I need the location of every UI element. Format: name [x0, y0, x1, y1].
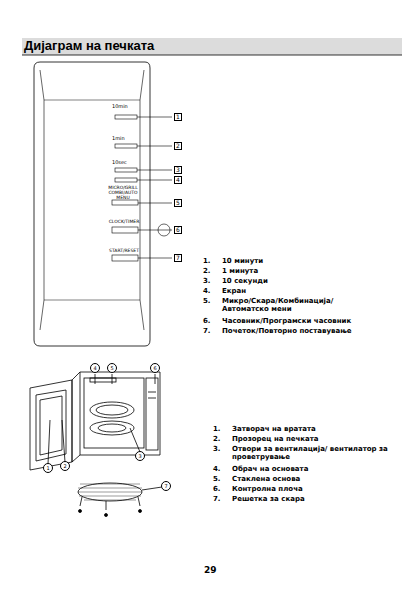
callout-number: 5 [107, 363, 117, 373]
list-number: 3. [203, 277, 211, 285]
callout-number: 2 [174, 142, 182, 150]
list-number: 5. [203, 297, 211, 305]
callout-number: 4 [90, 363, 100, 373]
callout-number: 2 [60, 461, 70, 471]
list-number: 2. [213, 435, 221, 443]
callout-number: 5 [174, 199, 182, 207]
callout-number: 7 [174, 254, 182, 262]
callout-number: 3 [174, 166, 182, 174]
page-number: 29 [204, 565, 217, 575]
callout-number: 7 [161, 481, 171, 491]
list-number: 6. [213, 485, 221, 493]
list-text: 10 секунди [222, 277, 372, 285]
list-number: 2. [203, 267, 211, 275]
list-text: Отвори за вентилација/ вентилатор за про… [232, 445, 392, 461]
callout-number: 1 [43, 463, 53, 473]
list-number: 6. [203, 317, 211, 325]
list-text: Почеток/Повторно поставување [222, 327, 372, 335]
title-band [22, 38, 402, 55]
callout-number: 3 [135, 451, 145, 461]
list-number: 1. [213, 425, 221, 433]
list-number: 4. [203, 287, 211, 295]
microwave-drawing [30, 372, 162, 517]
list-number: 7. [213, 495, 221, 503]
button-label: CLOCK/TIMER [104, 219, 144, 224]
button-label: 10min [112, 104, 146, 110]
button-label: 1min [112, 136, 146, 142]
list-text: Затворач на вратата [232, 425, 392, 433]
callout-number: 6 [150, 363, 160, 373]
list-number: 1. [203, 257, 211, 265]
button-label: 10sec [112, 160, 146, 166]
list-text: Стаклена основа [232, 475, 392, 483]
list-text: Прозорец на печката [232, 435, 392, 443]
list-text: Решетка за скара [232, 495, 392, 503]
button-label: MICRO/GRILL COMBI/AUTO MENU [104, 185, 142, 201]
list-text: Микро/Скара/Комбинација/Автоматско мени [222, 297, 372, 313]
list-number: 5. [213, 475, 221, 483]
list-text: Екран [222, 287, 372, 295]
list-text: 10 минути [222, 257, 372, 265]
callout-number: 4 [174, 176, 182, 184]
list-number: 7. [203, 327, 211, 335]
control-panel [34, 62, 150, 346]
list-text: 1 минута [222, 267, 372, 275]
list-number: 3. [213, 445, 221, 453]
callout-number: 6 [174, 226, 182, 234]
page-title: Дијаграм на печката [24, 39, 154, 54]
list-text: Контролна плоча [232, 485, 392, 493]
list-text: Обрач на основата [232, 465, 392, 473]
list-number: 4. [213, 465, 221, 473]
callout-number: 1 [174, 113, 182, 121]
list-text: Часовник/Програмски часовник [222, 317, 372, 325]
button-label: START/RESET [104, 248, 144, 253]
